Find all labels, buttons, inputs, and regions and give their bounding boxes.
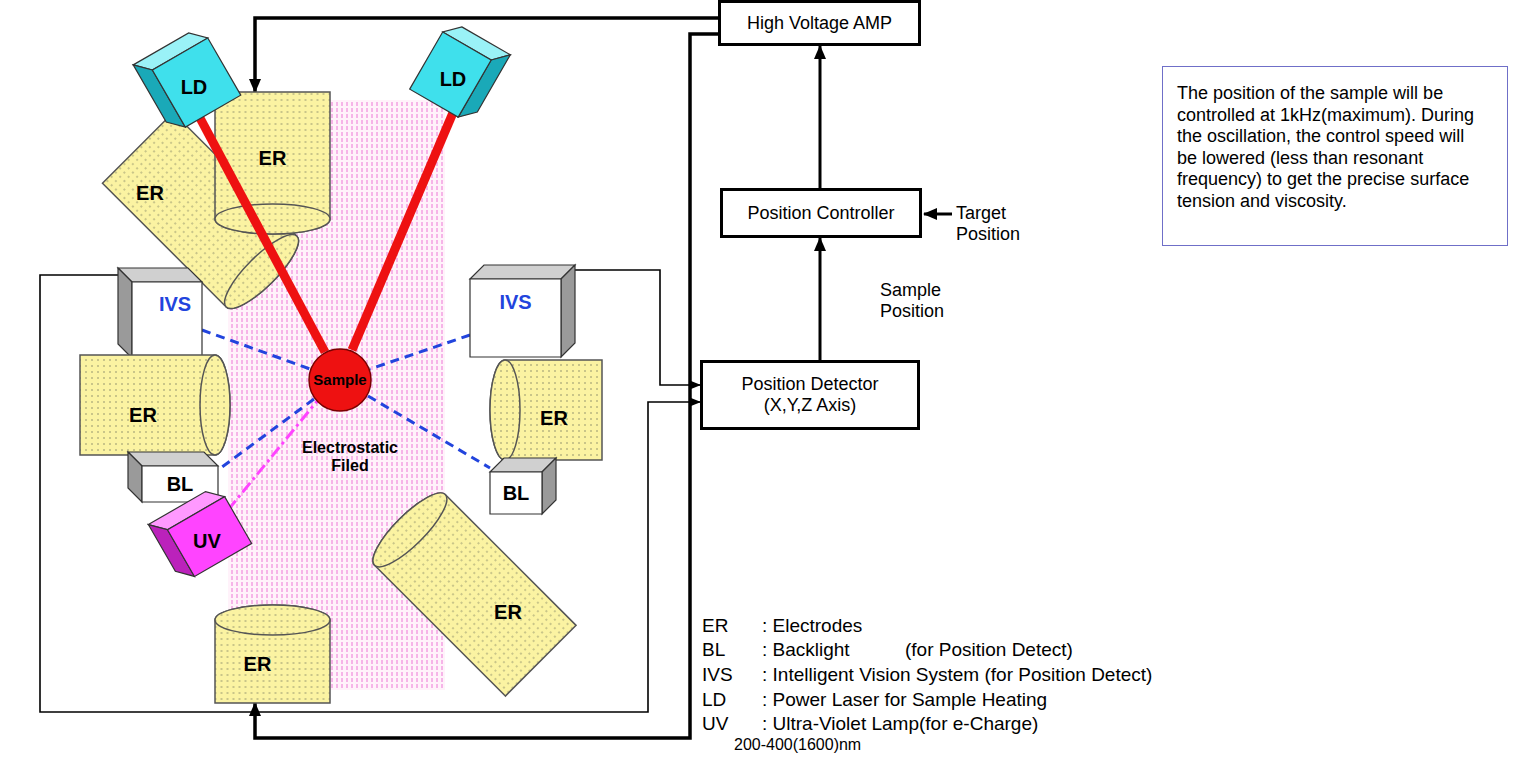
detector-box: Position Detector (X,Y,Z Axis) xyxy=(700,360,920,430)
legend-key: ER xyxy=(702,615,728,637)
vision-ray xyxy=(218,399,314,470)
box-top xyxy=(128,452,218,466)
box-side xyxy=(128,452,142,502)
legend-text: : Backlight xyxy=(762,639,850,661)
electrode-face xyxy=(200,355,230,455)
node-text: ER xyxy=(540,407,568,430)
node-text: ER xyxy=(129,404,157,427)
laser-beam xyxy=(352,108,455,350)
electrode-body xyxy=(80,355,230,455)
vision-camera: IVS xyxy=(118,268,202,358)
box-top xyxy=(470,265,575,279)
sample-circle xyxy=(309,349,371,411)
electrode-body xyxy=(364,484,576,696)
electrode-face xyxy=(215,204,330,234)
electrode-face xyxy=(215,605,330,635)
legend-text: (for Position Detect) xyxy=(905,639,1073,661)
legend-key: IVS xyxy=(702,664,733,686)
electrode-body xyxy=(490,360,602,460)
electrode: ER xyxy=(213,605,332,703)
vision-ray xyxy=(368,396,490,468)
signal-connector xyxy=(819,238,822,360)
signal-connector xyxy=(819,46,822,188)
electrode-face xyxy=(364,484,456,576)
node-text: Position Controller xyxy=(747,203,894,224)
box-front xyxy=(410,32,491,117)
backlight: BL xyxy=(490,458,556,514)
box-front xyxy=(152,38,240,127)
vision-camera: IVS xyxy=(470,265,575,357)
controller-box: Position Controller xyxy=(720,188,922,238)
legend-key: UV xyxy=(702,713,728,735)
legend-text: : Electrodes xyxy=(762,615,862,637)
node-text: ER xyxy=(259,147,287,170)
node-text: BL xyxy=(503,482,530,505)
node-text: ER xyxy=(136,182,164,205)
box-side xyxy=(118,268,132,358)
legend-text: : Power Laser for Sample Heating xyxy=(762,689,1047,711)
legend-text: 200-400(1600)nm xyxy=(734,736,861,754)
signal-connector xyxy=(40,275,700,712)
node-text: LD xyxy=(181,76,208,99)
node-text: High Voltage AMP xyxy=(747,13,892,34)
node-text: ER xyxy=(494,601,522,624)
electrode: ER xyxy=(80,355,230,455)
edge-label: Sample Position xyxy=(880,280,960,321)
legend-text: : Ultra-Violet Lamp(for e-Charge) xyxy=(762,713,1038,735)
laser-head: LD xyxy=(425,32,495,112)
node-text: IVS xyxy=(159,293,191,316)
laser-head: LD xyxy=(148,40,226,120)
node-text: The position of the sample will be contr… xyxy=(1177,83,1477,213)
legend-key: BL xyxy=(702,639,725,661)
electrode-shape xyxy=(213,605,332,703)
uv-lamp: UV xyxy=(160,500,240,568)
box-side xyxy=(561,265,575,357)
field-region: Electrostatic Filed xyxy=(228,100,445,690)
note-box: The position of the sample will be contr… xyxy=(1162,66,1508,246)
node-text: Position Detector (X,Y,Z Axis) xyxy=(733,374,888,415)
box-front xyxy=(490,472,542,514)
amplifier-box: High Voltage AMP xyxy=(718,0,921,46)
node-text: LD xyxy=(440,68,467,91)
node-text: UV xyxy=(193,530,221,553)
box-front xyxy=(132,282,202,358)
electrode-body xyxy=(215,605,330,703)
electrode: ER xyxy=(490,360,602,460)
electrode-shape xyxy=(364,484,576,696)
electrode-body xyxy=(215,92,330,234)
vision-ray xyxy=(370,335,470,369)
node-text: ER xyxy=(244,653,272,676)
electrode: ER xyxy=(213,92,332,234)
node-text: BL xyxy=(167,473,194,496)
node-text: Electrostatic Filed xyxy=(298,439,402,476)
sample-droplet: Sample xyxy=(308,348,372,412)
input-label: Target Position xyxy=(956,203,1051,244)
box-side xyxy=(542,458,556,514)
box-front xyxy=(470,279,561,357)
legend-text: : Intelligent Vision System (for Positio… xyxy=(762,664,1152,686)
node-text: Sample xyxy=(313,371,366,388)
electrode-face xyxy=(490,360,520,460)
laser-beam xyxy=(200,118,325,352)
legend-key: LD xyxy=(702,689,726,711)
node-text: IVS xyxy=(499,291,531,314)
box-front xyxy=(167,497,251,577)
target-arrow xyxy=(924,213,952,216)
electrode: ER xyxy=(364,484,576,696)
